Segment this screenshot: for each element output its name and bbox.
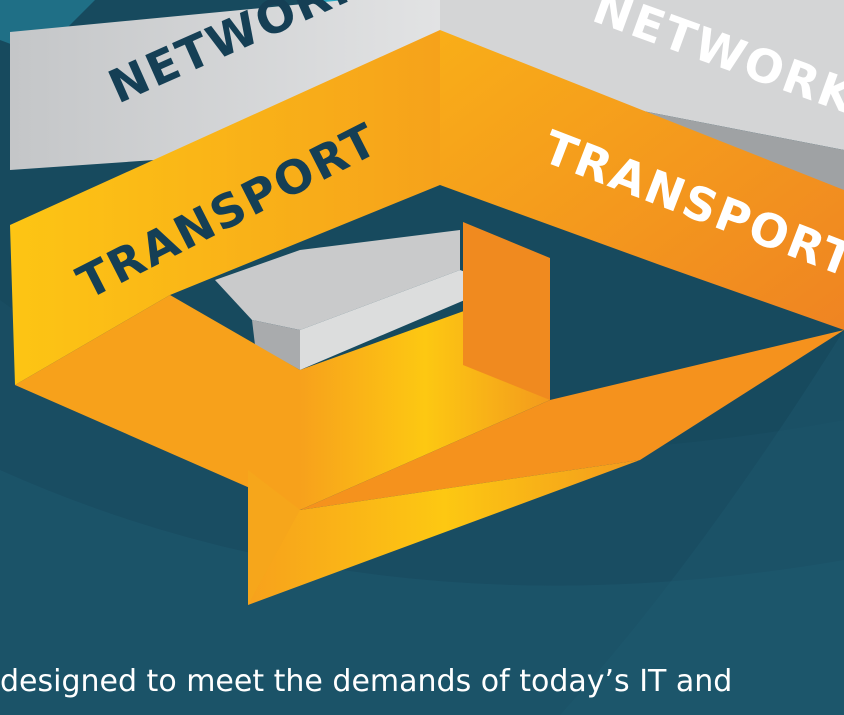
transport-ribbon-right <box>440 30 844 330</box>
ribbon-tail <box>248 460 640 605</box>
bottom-fold <box>15 295 300 510</box>
inner-wall-gray <box>300 270 500 370</box>
transport-ribbon-left <box>10 30 440 385</box>
inner-floor-shadow <box>252 320 300 370</box>
body-text: designed to meet the demands of today’s … <box>0 664 733 699</box>
ribbon-tail-edge <box>248 470 300 605</box>
inner-tab <box>463 222 550 400</box>
bottom-fold-right <box>300 330 844 510</box>
inner-floor <box>215 230 460 330</box>
network-ribbon-right <box>440 0 844 150</box>
